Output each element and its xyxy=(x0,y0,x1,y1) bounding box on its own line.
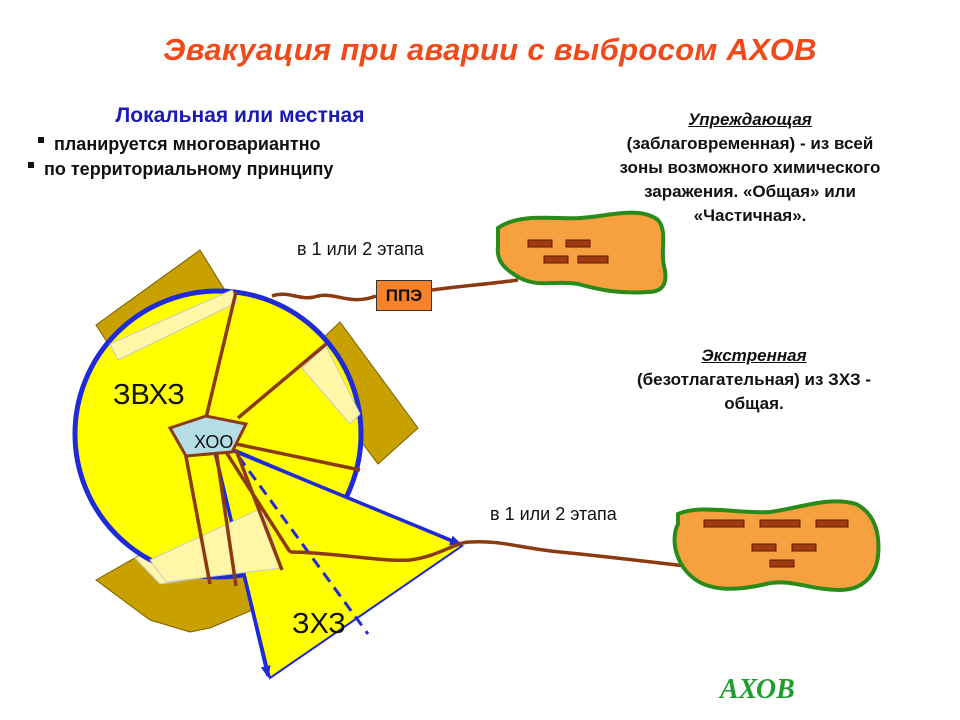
bullet-icon xyxy=(38,137,44,144)
bullet-item: по территориальному принципу xyxy=(28,157,333,182)
advance-line: (заблаговременная) - из всей xyxy=(626,134,874,153)
brick-house-icon xyxy=(759,519,801,528)
advance-line: зоны возможного химического xyxy=(619,158,881,177)
emergency-heading: Экстренная xyxy=(701,346,807,365)
hoo-label: ХОО xyxy=(194,432,234,452)
brick-house-icon xyxy=(815,519,849,528)
evacuation-routes xyxy=(182,278,687,587)
brick-house-icon xyxy=(543,255,569,264)
advance-line: «Частичная». xyxy=(693,206,807,225)
zhz-arrow-right xyxy=(221,444,462,546)
hoo-facility-icon xyxy=(167,414,249,458)
emergency-line: (безотлагательная) из ЗХЗ - xyxy=(637,370,871,389)
building-strip xyxy=(109,289,239,361)
building-strip xyxy=(301,345,361,425)
zhz-label: ЗХЗ xyxy=(292,608,346,640)
brick-house-icon xyxy=(577,255,609,264)
advance-heading: Упреждающая xyxy=(688,110,812,129)
brick-house-icon xyxy=(703,519,745,528)
stage-label-lower: в 1 или 2 этапа xyxy=(490,504,617,524)
page-title: Эвакуация при аварии с выбросом АХОВ xyxy=(163,32,817,67)
brick-house-icon xyxy=(527,239,553,248)
brick-house-icon xyxy=(791,543,817,552)
stage-label-upper: в 1 или 2 этапа xyxy=(297,239,424,259)
safe-area-upper xyxy=(495,210,668,295)
bullet-item: планируется многовариантно xyxy=(28,132,333,157)
brick-house-icon xyxy=(751,543,777,552)
safe-area-lower xyxy=(672,499,881,593)
advance-line: заражения. «Общая» или xyxy=(644,182,856,201)
brick-house-icon xyxy=(565,239,591,248)
local-heading: Локальная или местная xyxy=(115,104,365,127)
brick-house-icon xyxy=(769,559,795,568)
zvhz-label: ЗВХЗ xyxy=(113,379,185,411)
bullet-icon xyxy=(28,162,34,169)
wind-axis-dashed xyxy=(226,441,370,635)
emergency-evacuation-text: Экстренная (безотлагательная) из ЗХЗ - о… xyxy=(574,344,934,416)
emergency-line: общая. xyxy=(724,394,784,413)
advance-evacuation-text: Упреждающая (заблаговременная) - из всей… xyxy=(566,108,934,228)
ppe-box: ППЭ xyxy=(376,280,432,311)
footer-label: АХОВ xyxy=(720,674,795,705)
local-bullets: планируется многовариантно по территориа… xyxy=(28,132,333,182)
